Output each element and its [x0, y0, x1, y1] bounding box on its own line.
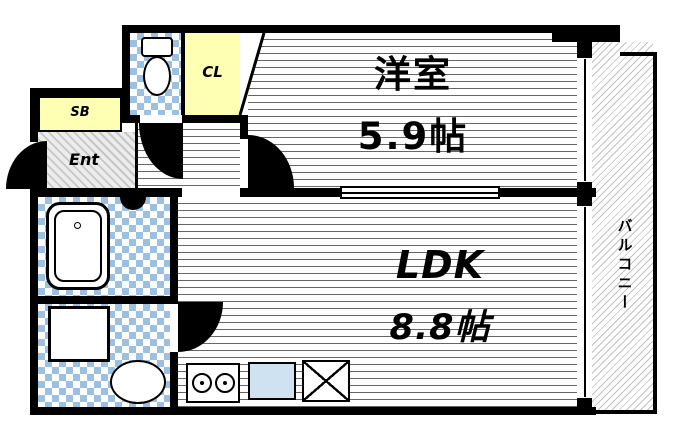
western-room-floor [248, 33, 577, 188]
wall-wet-ldk-upper [170, 197, 178, 302]
wall-hall-top-a [122, 115, 140, 123]
wall-left-upper [30, 88, 38, 142]
balcony-window-ldk [577, 206, 592, 398]
western-room-size: 5.9帖 [357, 115, 469, 158]
closet-area [185, 33, 240, 115]
closet-label: CL [202, 63, 223, 81]
balcony-label: バルコニー [615, 218, 634, 313]
balcony-corner-block [552, 25, 620, 42]
entrance-step-line [135, 123, 138, 188]
cross-hatch-box-icon [302, 360, 350, 402]
bathtub-inner [54, 210, 102, 282]
stove-icon [186, 363, 240, 403]
entrance-floor [38, 132, 135, 188]
wall-toilet-left [122, 25, 130, 123]
wall-toilet-closet-divider [181, 33, 185, 115]
wall-top [122, 25, 596, 33]
shoebox-label: SB [70, 104, 90, 120]
balcony-floor [592, 42, 653, 412]
balcony-rail-right [653, 52, 657, 414]
entrance-label: Ent [69, 149, 99, 169]
toilet-bowl-icon [143, 56, 171, 96]
wall-western-ldk-b [500, 188, 596, 197]
sliding-door-western-ldk [340, 186, 500, 199]
door-swing-entrance [6, 141, 47, 189]
balcony-window-western [577, 58, 592, 182]
washbasin-icon [110, 360, 166, 404]
washroom-fixture-icon [120, 197, 146, 210]
wall-hall-top-b [182, 115, 248, 123]
washer-pan-icon [48, 306, 110, 362]
balcony-rail-top [620, 52, 657, 56]
ldk-size: 8.8帖 [389, 307, 491, 348]
toilet-tank-icon [141, 37, 173, 57]
wall-wet-ldk-lower [170, 352, 178, 407]
kitchen-sink-icon [248, 362, 296, 400]
burner-icon [215, 373, 235, 393]
bathtub-drain-icon [74, 222, 81, 229]
bathtub-icon [46, 202, 110, 290]
western-room-label: 洋室 [374, 53, 452, 96]
burner-icon [192, 373, 212, 393]
wall-wash-powder [30, 296, 178, 304]
wall-hall-western [240, 115, 248, 139]
balcony-rail-bottom [592, 410, 657, 414]
wall-shoebox-top [30, 88, 126, 96]
wall-hall-bath [30, 188, 182, 197]
shoebox-area [38, 96, 122, 132]
ldk-label: LDK [395, 243, 485, 287]
ldk-floor [178, 197, 577, 407]
wall-bottom [30, 407, 596, 415]
wall-western-ldk-a [240, 188, 340, 197]
